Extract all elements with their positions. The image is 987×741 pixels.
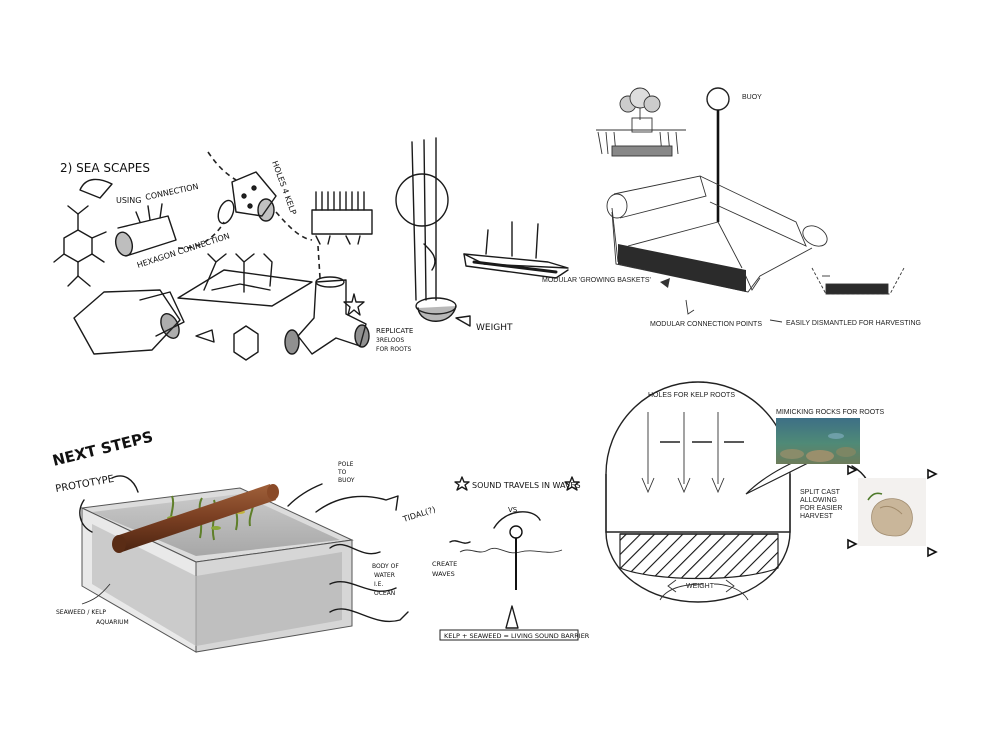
next-steps-title: NEXT STEPS (51, 428, 155, 470)
seabed-rocks (780, 433, 856, 462)
hemisphere-top (605, 381, 791, 533)
star-icon (564, 476, 580, 491)
arrow-icon (769, 319, 783, 323)
stone-shape (871, 498, 913, 537)
hexagon-sheet-sketch (73, 289, 185, 355)
comb-block-sketch (311, 191, 373, 245)
sound-barrier-label: KELP + SEAWEED = LIVING SOUND BARRIER (444, 632, 590, 640)
elevation-thumbnail (596, 87, 686, 157)
replicate-label: REPLICATE (376, 327, 413, 335)
buoy-sphere (509, 525, 523, 539)
body-of-water-label-2: WATER (374, 572, 395, 579)
weight-label: WEIGHT (476, 323, 513, 333)
connection-label: CONNECTION (145, 182, 200, 202)
root-arrows (641, 412, 725, 494)
star-icon (343, 293, 365, 316)
tri-connector-sketch (217, 171, 277, 225)
aquarium-tank (80, 487, 354, 653)
pole-to-buoy-label-2: TO (337, 469, 347, 476)
tidal-label: TIDAL(?) (401, 505, 437, 524)
sound-barrier-box (439, 629, 579, 641)
tube-connector-sketch (114, 203, 177, 257)
arrow-icon (505, 605, 519, 629)
vs-label: VS (508, 506, 518, 514)
triangle-marker-icon (847, 464, 938, 558)
arrow-icon (79, 499, 93, 533)
replicate-label-2: 3RELOOS (376, 337, 404, 344)
split-cast-label-4: HARVEST (800, 513, 834, 520)
create-waves-label-2: WAVES (432, 570, 455, 578)
body-of-water-label: BODY OF (372, 563, 399, 570)
growing-basket-floor (618, 244, 746, 292)
split-cast-label-2: ALLOWING (800, 497, 837, 504)
star-icon (454, 476, 470, 491)
create-waves-label: CREATE (432, 560, 457, 568)
wave-arrows (315, 495, 409, 623)
buoy-label: BUOY (742, 94, 762, 101)
kelp-mat-sketch (177, 253, 313, 307)
replicate-label-3: FOR ROOTS (376, 346, 412, 353)
hexagon-connection-label: HEXAGON CONNECTION (136, 231, 231, 270)
aquarium-label: AQUARIUM (96, 619, 129, 626)
split-cast-label: SPLIT CAST (800, 489, 841, 496)
arrow-icon (455, 315, 471, 327)
sea-scapes-title: 2) SEA SCAPES (60, 161, 150, 175)
arrow-icon (685, 299, 695, 315)
body-of-water-label-4: OCEAN (374, 590, 395, 597)
arrow-icon (111, 475, 139, 493)
modular-frame-render: BUOY MODULAR 'GROWING BASKETS' MODULAR C… (542, 87, 921, 328)
pole-to-buoy-label-3: BUOY (338, 477, 355, 484)
prototype-sketch: NEXT STEPS PROTOTYPE POLE (51, 428, 590, 653)
molecule-doodle (53, 205, 107, 287)
connection-points-label: MODULAR CONNECTION POINTS (650, 321, 762, 328)
hexagon-icon (233, 325, 259, 361)
growing-baskets-label: MODULAR 'GROWING BASKETS' (542, 277, 651, 284)
kelp-pole-sketch (395, 137, 457, 322)
prototype-subtitle: PROTOTYPE (55, 474, 115, 495)
replicate-rock-sketch (284, 276, 370, 355)
arrow-icon (660, 278, 670, 288)
buoy-sphere (706, 87, 730, 111)
hatched-weight (619, 533, 779, 580)
mimicking-rocks-label: MIMICKING ROCKS FOR ROOTS (776, 409, 884, 416)
float-tubes (606, 175, 828, 293)
split-cast-label-3: FOR EASIER (800, 505, 842, 512)
arrow-icon (493, 511, 541, 529)
arrow-icon (287, 483, 323, 507)
seaweed-label: SEAWEED / KELP (56, 609, 106, 616)
wave-icon (449, 540, 471, 544)
growing-basket-sketch (463, 221, 569, 279)
section-detail (811, 267, 905, 295)
arrow-icon (659, 579, 705, 601)
pole-to-buoy-label: POLE (338, 461, 354, 468)
hemisphere-bottom (605, 531, 791, 603)
wooden-log (112, 484, 279, 553)
sea-scapes-sketch: 2) SEA SCAPES USING CONNECTION HEXAGON C… (53, 137, 569, 361)
holes-title: HOLES FOR KELP ROOTS (648, 392, 735, 399)
arrow-icon (79, 178, 113, 199)
using-label: USING (116, 196, 141, 205)
dismantled-label: EASILY DISMANTLED FOR HARVESTING (786, 320, 921, 327)
kelp-root-hemisphere-diagram: HOLES FOR KELP ROOTS MIMICKING ROCKS FOR… (605, 381, 938, 603)
arrow-icon (713, 579, 749, 601)
body-of-water-label-3: I.E. (374, 581, 383, 588)
sound-title: SOUND TRAVELS IN WAVES (472, 481, 581, 490)
arrow-icon (195, 329, 215, 343)
weight-label: WEIGHT (686, 583, 715, 590)
